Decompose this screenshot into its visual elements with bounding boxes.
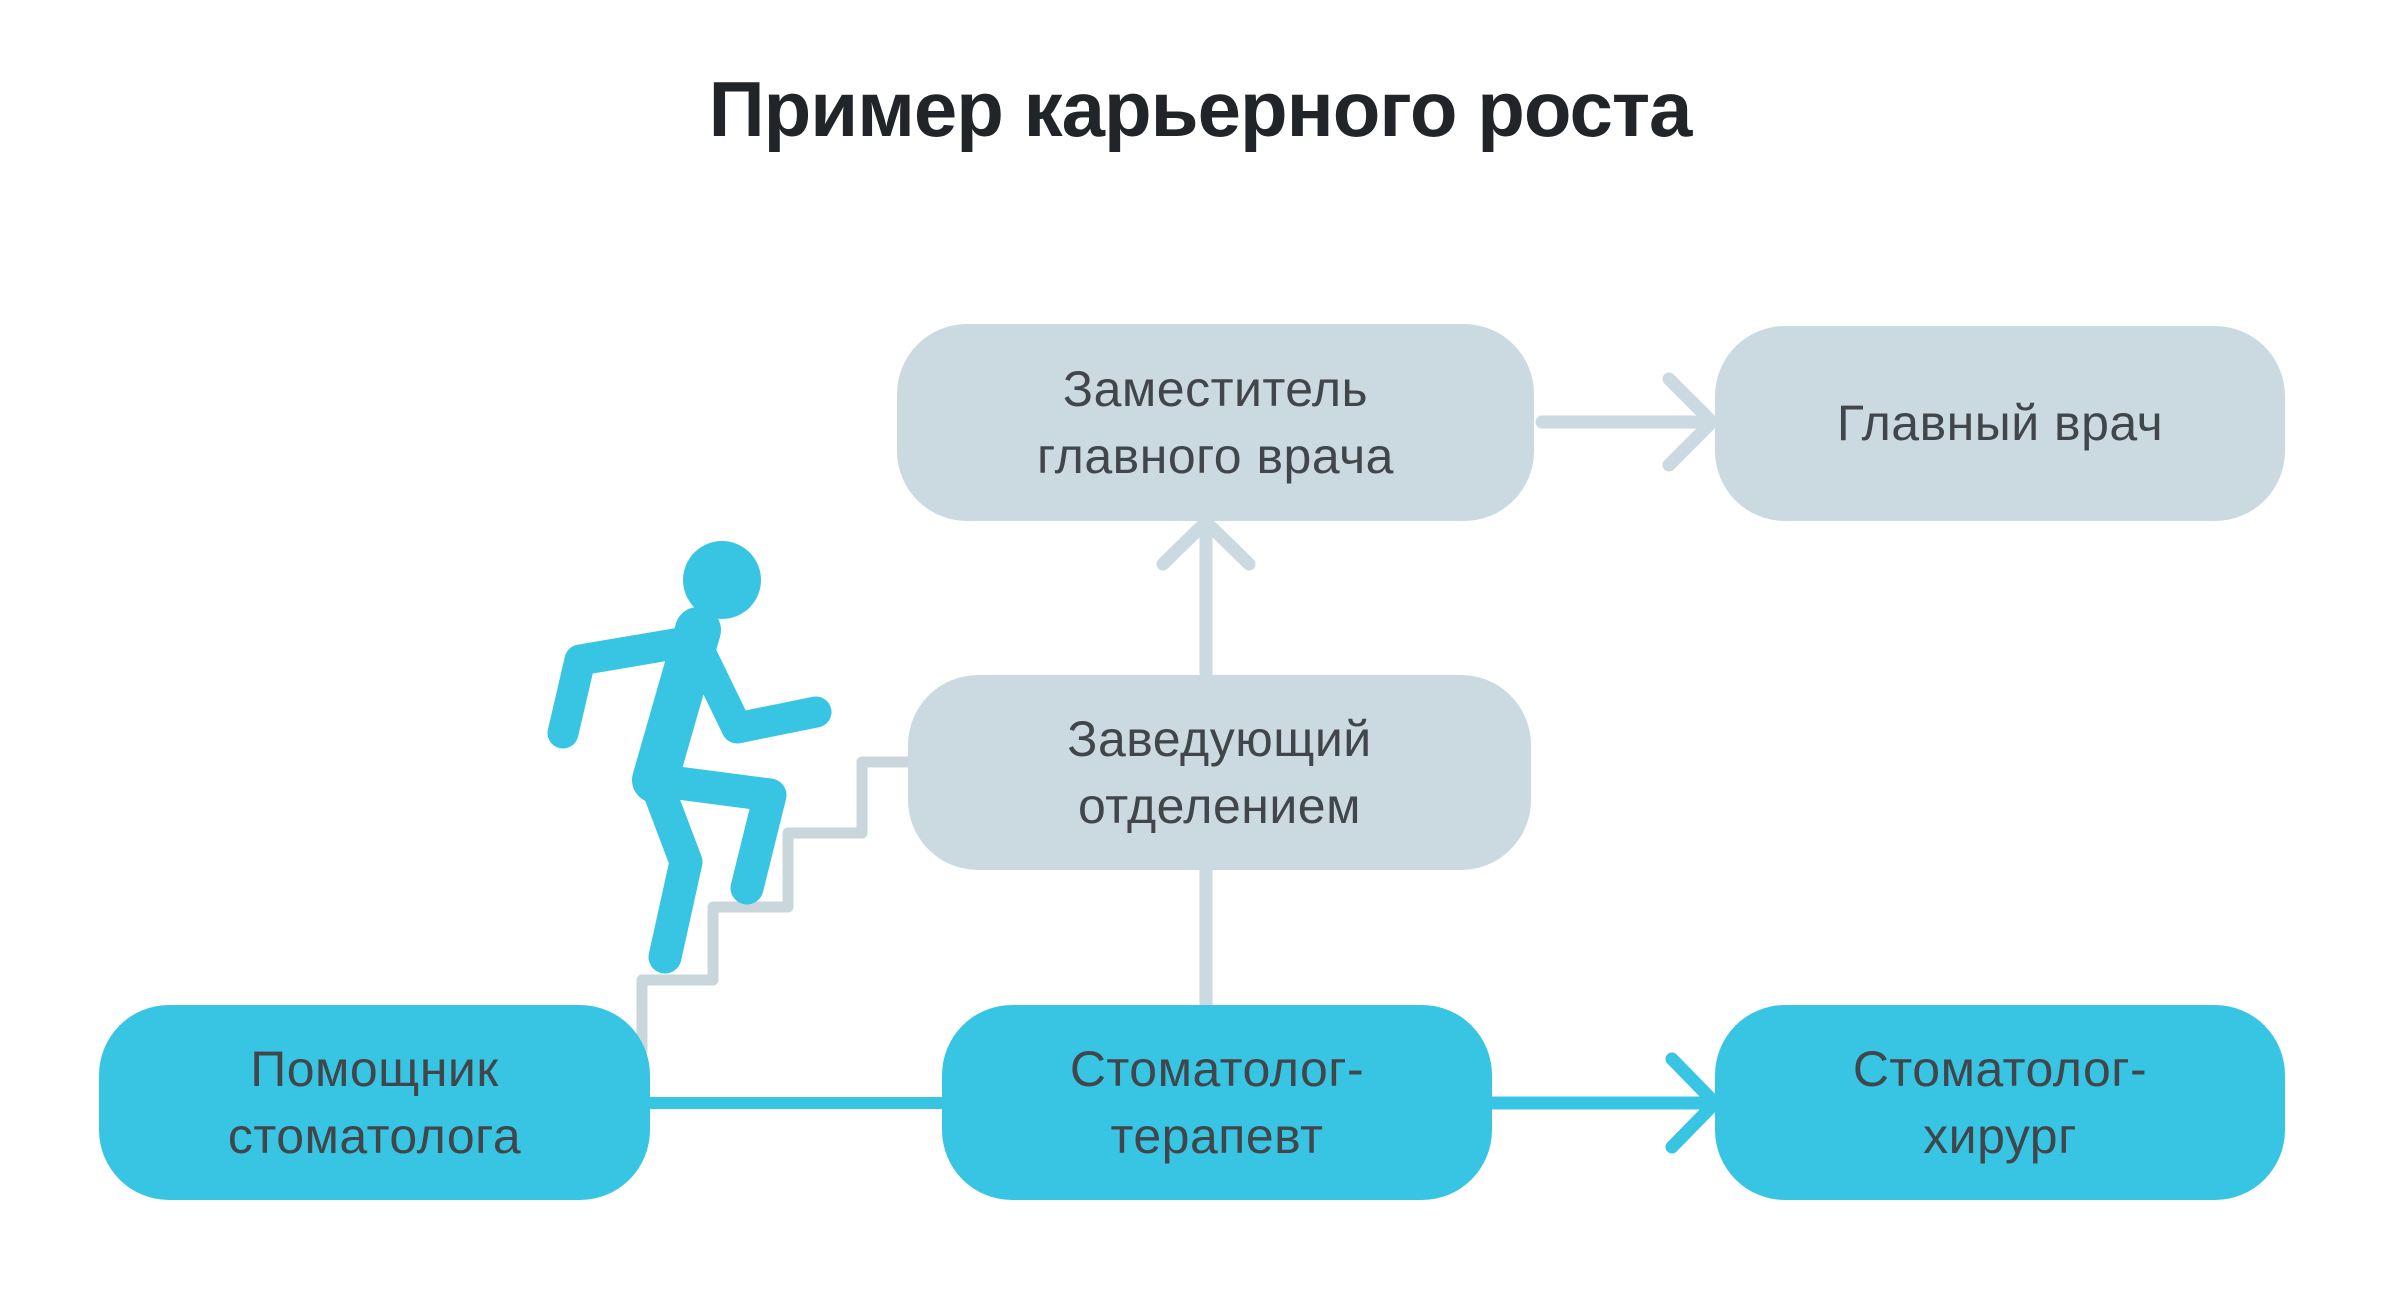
node-dental-assistant: Помощник стоматолога [99,1005,650,1200]
node-department-head: Заведующий отделением [908,675,1531,870]
climbing-person-icon [547,541,832,974]
node-dentist-therapist-label: Стоматолог- терапевт [1069,1040,1365,1164]
edge-deputy-chief-to-chief [1535,372,1719,472]
node-department-head-label: Заведующий отделением [1067,710,1372,834]
node-deputy-chief: Заместитель главного врача [897,324,1534,521]
arrow-head-right-icon [1662,372,1719,472]
person-front-arm [687,642,832,744]
person-back-leg [638,763,703,974]
node-dental-assistant-label: Помощник стоматолога [227,1040,522,1164]
node-dentist-therapist: Стоматолог- терапевт [942,1005,1492,1200]
stairs-icon [636,756,924,1057]
node-deputy-chief-label: Заместитель главного врача [1037,360,1394,484]
arrow-head-up-icon [1156,515,1256,571]
node-chief-physician-label: Главный врач [1836,395,2164,451]
node-dental-surgeon-label: Стоматолог- хирург [1852,1040,2148,1164]
person-back-arm [547,626,702,749]
page-title: Пример карьерного роста [708,65,1693,153]
node-chief-physician: Главный врач [1715,326,2285,521]
node-dental-surgeon: Стоматолог- хирург [1715,1005,2285,1200]
edge-therapist-to-surgeon [1485,1052,1722,1154]
person-head [683,541,761,619]
person-front-leg [638,763,787,905]
